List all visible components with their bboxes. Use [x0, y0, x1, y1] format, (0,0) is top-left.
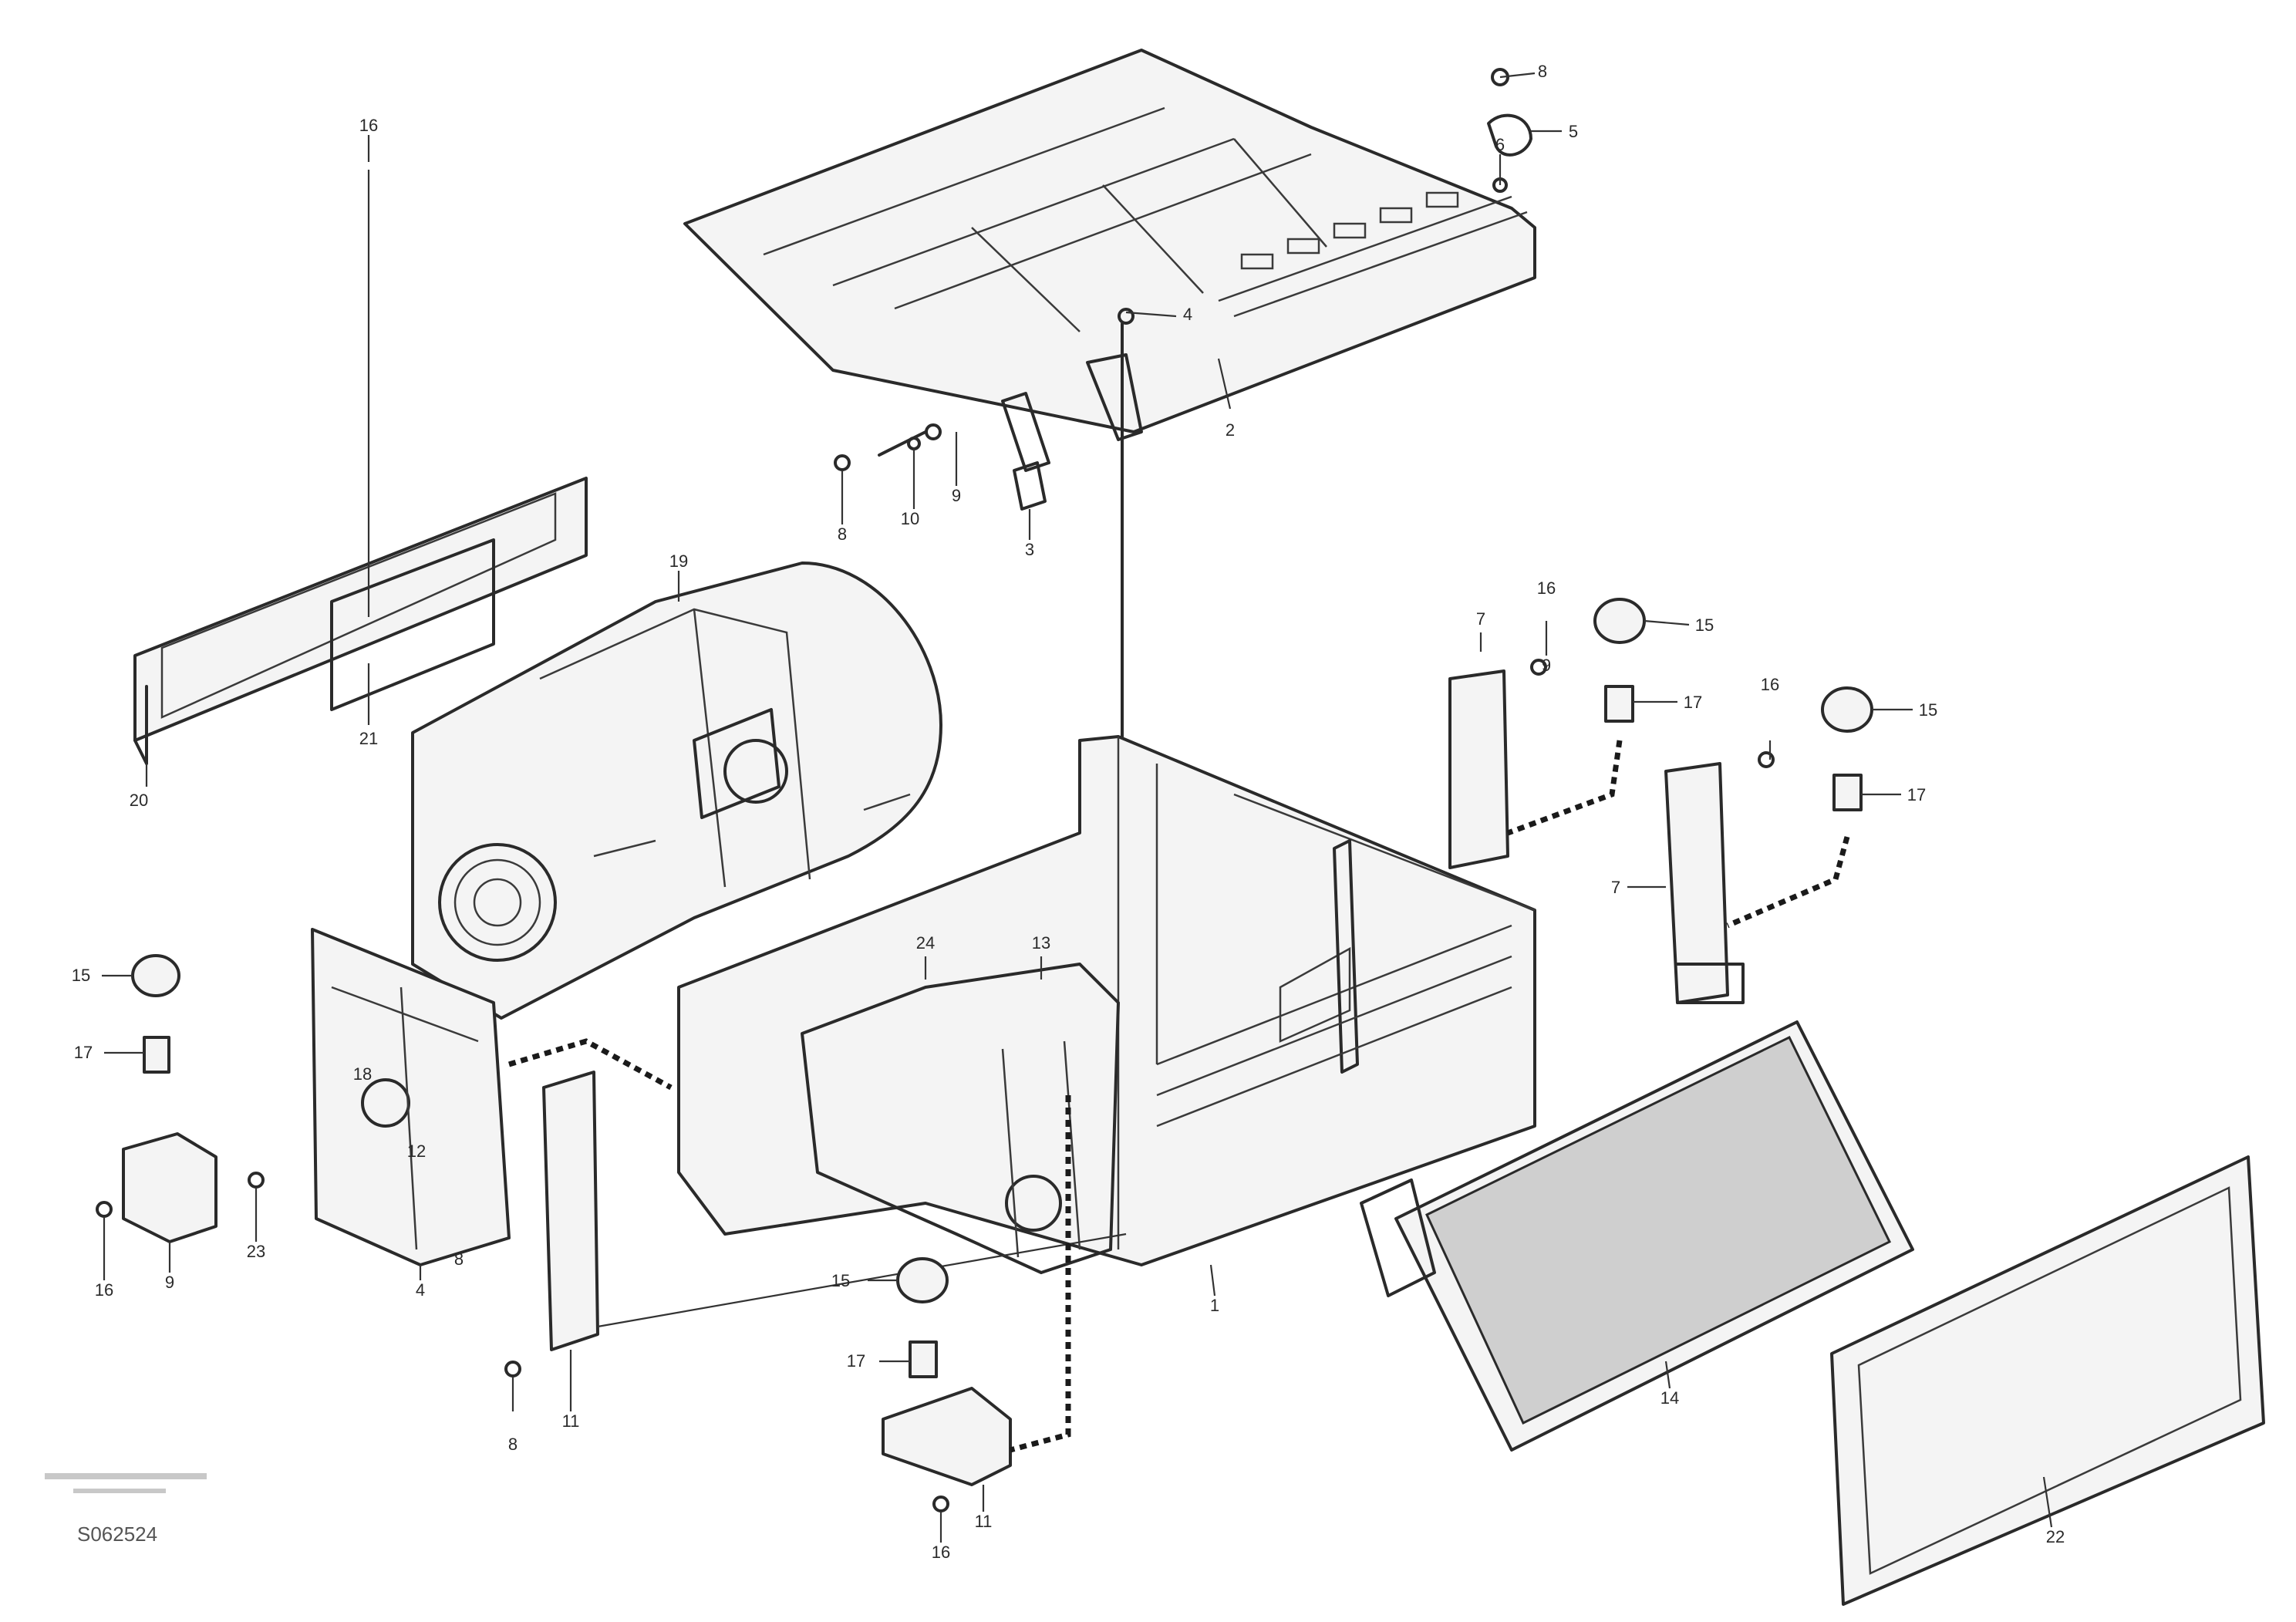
air-filter-frame — [133, 477, 588, 765]
label-part-17-bottom: 17 — [847, 1351, 865, 1371]
label-part-15-bottom: 15 — [831, 1271, 850, 1290]
bottom-filter-frame — [1830, 1155, 2265, 1606]
heater-core — [1360, 1020, 1914, 1452]
bottom-valve-assembly — [882, 1257, 1012, 1486]
figure-id: S062524 — [77, 1523, 157, 1546]
label-part-20: 20 — [130, 791, 148, 810]
label-part-16-left: 16 — [95, 1280, 113, 1300]
hose-right-a — [1506, 740, 1623, 836]
figure-footer: S062524 — [45, 1473, 207, 1546]
label-part-16-right: 16 — [1537, 578, 1556, 598]
label-part-24: 24 — [916, 933, 935, 953]
label-part-3: 3 — [1025, 540, 1034, 559]
label-part-7-bracket: 7 — [1611, 878, 1620, 897]
label-part-4-left: 4 — [416, 1280, 425, 1300]
label-part-9-top: 9 — [952, 486, 961, 505]
blower-fan-housing — [411, 561, 942, 1020]
label-part-9-right: 9 — [1542, 656, 1551, 675]
label-part-1: 1 — [1210, 1296, 1219, 1315]
bolts — [96, 454, 949, 1512]
label-part-18: 18 — [353, 1064, 372, 1084]
label-part-16-bottom: 16 — [932, 1543, 950, 1562]
label-part-11-lower: 11 — [975, 1512, 993, 1531]
main-hvac-housing — [677, 735, 1536, 1274]
label-part-13: 13 — [1032, 933, 1050, 953]
label-part-16-top: 16 — [359, 116, 378, 135]
drain-fittings — [878, 423, 1047, 511]
label-part-8-left: 8 — [454, 1249, 464, 1269]
label-part-17-right: 17 — [1684, 693, 1702, 712]
leader-lines — [102, 72, 2053, 1543]
lower-pipe — [542, 1071, 1127, 1351]
hose-bottom — [1010, 1095, 1071, 1453]
right-pipe-brackets — [1448, 659, 1775, 1004]
label-part-12: 12 — [407, 1141, 426, 1161]
label-part-22: 22 — [2046, 1527, 2065, 1546]
hose-left — [507, 1038, 673, 1091]
top-cover-panel — [683, 49, 1536, 472]
label-part-15-right: 15 — [1695, 615, 1714, 635]
label-part-17-left: 17 — [74, 1043, 93, 1062]
label-part-17-far-right: 17 — [1907, 785, 1926, 804]
label-part-10: 10 — [901, 509, 919, 528]
hose-right-b — [1726, 836, 1850, 929]
label-part-15-far-right: 15 — [1919, 700, 1937, 720]
label-part-8-bottom: 8 — [508, 1435, 518, 1454]
label-part-14: 14 — [1660, 1388, 1679, 1408]
label-part-8-top: 8 — [1538, 62, 1547, 81]
label-part-11-bottom: 11 — [562, 1411, 580, 1431]
label-part-6: 6 — [1495, 135, 1505, 154]
label-part-2: 2 — [1226, 420, 1235, 440]
right-valves — [1593, 598, 1873, 811]
label-part-4-top: 4 — [1183, 305, 1192, 324]
label-part-19: 19 — [669, 551, 688, 571]
label-part-9-left: 9 — [165, 1273, 174, 1292]
label-part-23: 23 — [247, 1242, 265, 1261]
label-part-5: 5 — [1569, 122, 1578, 141]
label-part-15-left: 15 — [72, 966, 90, 985]
label-part-16-far-right: 16 — [1761, 675, 1779, 694]
label-part-21: 21 — [359, 729, 378, 748]
part-labels: 2 4 8 5 6 8 10 9 3 16 21 20 19 7 16 9 15… — [72, 62, 2065, 1562]
label-part-7-right: 7 — [1476, 609, 1485, 629]
left-valve-assembly — [122, 928, 511, 1266]
label-part-8-drain: 8 — [838, 524, 847, 544]
